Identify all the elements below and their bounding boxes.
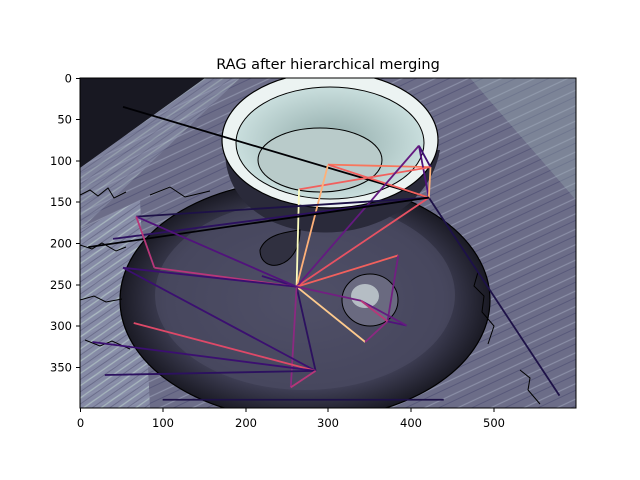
rag-edge — [135, 216, 156, 269]
rag-edge — [295, 145, 420, 288]
rag-edge — [418, 145, 430, 198]
rag-edge — [296, 254, 399, 288]
rag-edge — [104, 369, 316, 376]
rag-edge — [427, 167, 432, 198]
rag-edge — [135, 215, 297, 288]
x-tick-label: 500 — [483, 416, 505, 430]
rag-edge — [295, 286, 317, 372]
y-tick-label: 350 — [50, 361, 72, 375]
rag-edge — [387, 320, 407, 327]
rag-edge — [295, 164, 329, 287]
chart-title: RAG after hierarchical merging — [216, 57, 440, 73]
y-tick-label: 200 — [50, 237, 72, 251]
x-tick-label: 0 — [77, 416, 84, 430]
x-axis: 0 100 200 300 400 500 — [77, 408, 505, 430]
rag-edge — [92, 341, 316, 372]
y-tick-label: 100 — [50, 154, 72, 168]
y-tick-label: 150 — [50, 195, 72, 209]
rag-edge — [296, 286, 366, 343]
y-tick-label: 300 — [50, 319, 72, 333]
image-plot-area — [80, 78, 576, 408]
rag-edges — [88, 106, 561, 401]
rag-edge — [290, 370, 317, 389]
rag-edge — [136, 196, 429, 218]
rag-edge — [360, 299, 407, 327]
rag-edge — [296, 285, 362, 302]
rag-edge — [122, 266, 317, 372]
y-tick-label: 0 — [65, 72, 72, 86]
y-axis: 0 50 100 150 200 250 300 350 — [50, 72, 80, 375]
rag-edge — [386, 255, 400, 322]
x-tick-label: 100 — [152, 416, 174, 430]
rag-edge — [428, 197, 561, 397]
y-tick-label: 250 — [50, 278, 72, 292]
rag-edge — [122, 106, 430, 199]
rag-edge — [418, 145, 432, 168]
rag-edge — [122, 266, 297, 288]
x-tick-label: 400 — [400, 416, 422, 430]
rag-edge — [133, 322, 316, 372]
rag-edge — [327, 163, 431, 168]
y-tick-label: 50 — [57, 113, 72, 127]
rag-edge — [298, 166, 431, 191]
x-tick-label: 200 — [235, 416, 257, 430]
x-tick-label: 300 — [317, 416, 339, 430]
rag-edge — [327, 163, 430, 199]
rag-edge — [296, 196, 430, 288]
rag-edge — [360, 300, 389, 323]
rag-edge — [364, 320, 389, 343]
